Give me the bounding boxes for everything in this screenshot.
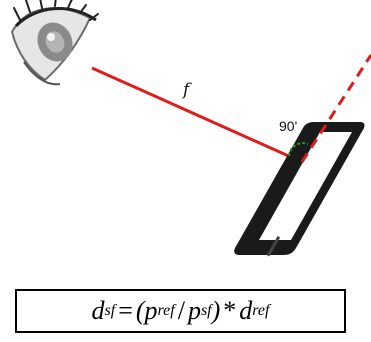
- formula-open-paren: (: [135, 296, 145, 325]
- formula-lhs-sub: sf: [104, 302, 116, 319]
- formula-equals: =: [118, 296, 133, 325]
- phone-normal-line: [300, 54, 371, 163]
- formula-term2-sub: sf: [200, 302, 212, 319]
- formula-term1: p: [144, 296, 158, 325]
- eye-icon: [10, 0, 99, 86]
- phone-icon: [234, 122, 365, 257]
- formula-close-paren: ): [211, 296, 221, 325]
- formula-term2: p: [187, 296, 201, 325]
- angle-label: 90': [279, 118, 298, 134]
- formula-lhs: d: [91, 296, 105, 325]
- distance-label: f: [183, 80, 190, 100]
- formula-term1-sub: ref: [157, 302, 175, 319]
- formula-term3: d: [239, 296, 253, 325]
- formula-divide: /: [177, 296, 185, 325]
- sight-line: [91, 66, 303, 164]
- formula-term3-sub: ref: [252, 302, 270, 319]
- right-angle-marker: [288, 142, 309, 157]
- formula-times: *: [223, 296, 237, 325]
